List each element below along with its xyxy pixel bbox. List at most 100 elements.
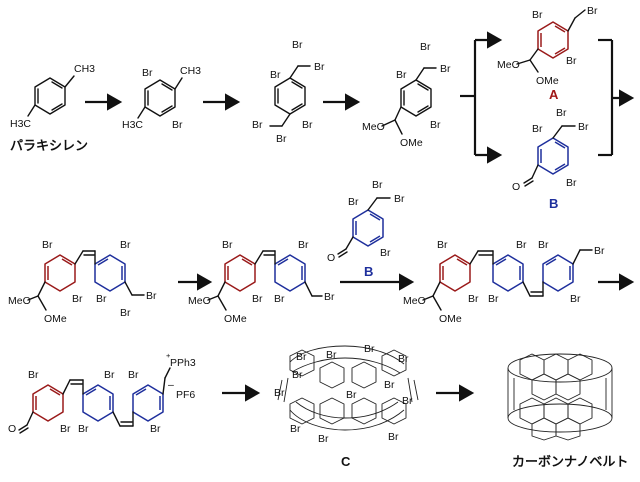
compound-b-label-2: B [364,264,373,279]
meo-label: MeO [8,295,31,307]
br-label: Br [384,379,395,391]
meo-label: MeO [362,121,385,133]
br-label: Br [440,63,451,75]
br-label: Br [96,293,107,305]
br-label: Br [78,423,89,435]
acetal-intermediate-structure: Br Br Br Br MeO OMe [362,41,451,149]
br-label: Br [292,369,303,381]
br-label: Br [274,293,285,305]
br-label: Br [437,239,448,251]
br-label: Br [252,293,263,305]
br-label: Br [120,239,131,251]
br-label: Br [532,9,543,21]
br-label: Br [364,343,375,355]
br-label: Br [28,369,39,381]
tetrabromo-structure: Br Br Br Br Br Br [252,39,325,145]
br-label: Br [488,293,499,305]
para-xylene-caption: パラキシレン [10,138,88,153]
phosphonium-trimer: Br Br Br Br Br Br O PPh3 + – PF6 [8,351,196,435]
br-label: Br [326,349,337,361]
br-label: Br [128,369,139,381]
br-label: Br [394,193,405,205]
ch3-label: CH3 [180,65,201,77]
ch3-label: CH3 [74,63,95,75]
br-label: Br [430,119,441,131]
h3c-label: H3C [122,119,143,131]
compound-b-label: B [549,196,558,211]
stilbene-dimer-2: Br Br Br Br Br MeO OMe [188,239,335,325]
compound-b-reagent: Br Br Br Br O [327,179,405,264]
branch-bracket [460,31,503,164]
br-label: Br [516,239,527,251]
br-label: Br [142,67,153,79]
br-label: Br [60,423,71,435]
pf6-minus: – [168,379,174,391]
br-label: Br [42,239,53,251]
ome-label: OMe [44,313,67,325]
o-label: O [327,252,335,264]
br-label: Br [298,239,309,251]
pf6-label: PF6 [176,389,195,401]
h3c-label: H3C [10,118,31,130]
compound-a-label: A [549,87,559,102]
stilbene-trimer: Br Br Br Br Br Br Br MeO OMe [403,239,605,325]
dibromo-xylene-structure: Br CH3 H3C Br [122,65,201,131]
br-label: Br [72,293,83,305]
br-label: Br [172,119,183,131]
meo-label: MeO [403,295,426,307]
br-label: Br [302,119,313,131]
br-label: Br [222,239,233,251]
br-label: Br [104,369,115,381]
br-label: Br [566,177,577,189]
br-label: Br [532,123,543,135]
o-label: O [512,181,520,193]
br-label: Br [396,69,407,81]
br-label: Br [276,133,287,145]
br-label: Br [594,245,605,257]
br-label: Br [380,247,391,259]
br-label: Br [587,5,598,17]
br-label: Br [570,293,581,305]
br-label: Br [388,431,399,443]
br-label: Br [150,423,161,435]
merge-bracket [598,38,635,157]
o-label: O [8,423,16,435]
br-label: Br [314,61,325,73]
br-label: Br [420,41,431,53]
br-label: Br [296,351,307,363]
br-label: Br [252,119,263,131]
para-xylene-structure: CH3 H3C [10,63,95,130]
br-label: Br [578,121,589,133]
ome-label: OMe [224,313,247,325]
br-label: Br [292,39,303,51]
br-label: Br [274,387,285,399]
ome-label: OMe [536,75,559,87]
br-label: Br [324,291,335,303]
br-label: Br [538,239,549,251]
br-label: Br [556,107,567,119]
carbon-nanobelt-caption: カーボンナノベルト [512,454,628,469]
br-label: Br [120,307,131,319]
compound-c-label: C [341,454,351,469]
ome-label: OMe [439,313,462,325]
compound-a-structure: Br Br Br MeO OMe [497,5,598,87]
br-label: Br [398,353,409,365]
br-label: Br [146,290,157,302]
br-label: Br [372,179,383,191]
macrocycle-c-structure: Br Br Br Br Br Br Br Br Br Br Br Br [274,343,419,445]
pph3-label: PPh3 [170,357,196,369]
plus-charge: + [166,351,171,360]
br-label: Br [566,55,577,67]
meo-label: MeO [188,295,211,307]
br-label: Br [468,293,479,305]
ome-label: OMe [400,137,423,149]
br-label: Br [402,395,413,407]
br-label: Br [346,389,357,401]
compound-b-structure: Br Br Br Br O [512,107,589,193]
carbon-nanobelt-structure [507,353,613,441]
br-label: Br [318,433,329,445]
meo-label: MeO [497,59,520,71]
br-label: Br [290,423,301,435]
br-label: Br [270,69,281,81]
